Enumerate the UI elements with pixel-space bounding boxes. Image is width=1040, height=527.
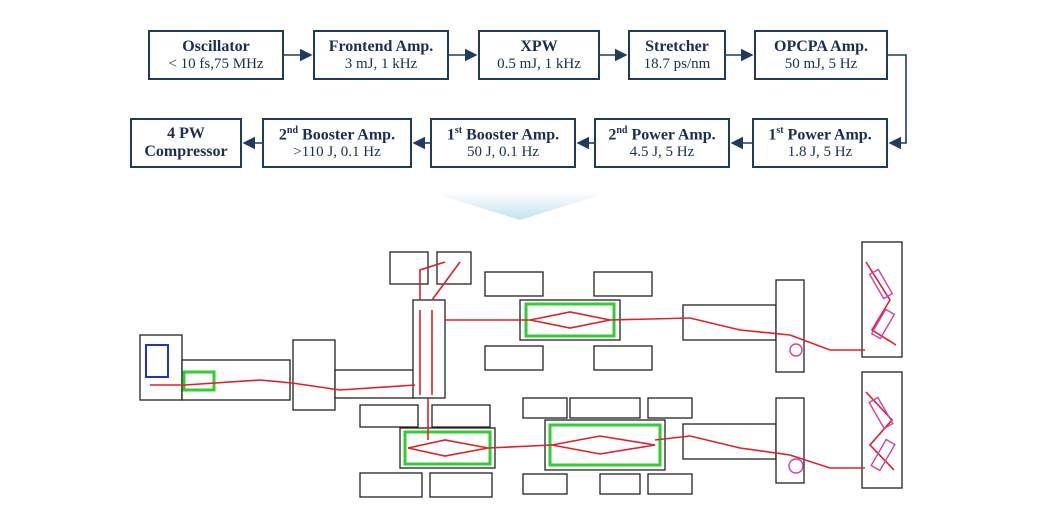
right-stack-bottom: [861, 371, 903, 489]
opcpa-amp-box: OPCPA Amp. 50 mJ, 5 Hz: [754, 30, 888, 80]
booster1-chamber: [399, 427, 496, 469]
vertical-column: [412, 299, 446, 399]
first-booster-amp-box: 1st Booster Amp. 50 J, 0.1 Hz: [430, 118, 576, 168]
lower-amp-chamber: [544, 419, 666, 471]
booster2-block: [292, 339, 336, 411]
transport-line: [181, 359, 291, 401]
second-booster-amp-box: 2nd Booster Amp. >110 J, 0.1 Hz: [262, 118, 412, 168]
arrow-opcpa-power1: [888, 54, 907, 150]
xpw-box: XPW 0.5 mJ, 1 kHz: [478, 30, 600, 80]
small-box-right: [436, 251, 472, 285]
right-stack-top: [861, 241, 903, 358]
oscillator-box: Oscillator < 10 fs,75 MHz: [148, 30, 284, 80]
down-chevron: [430, 192, 610, 220]
frontend-amp-box: Frontend Amp. 3 mJ, 1 kHz: [313, 30, 449, 80]
compressor-box: 4 PW Compressor: [130, 118, 242, 168]
upper-amp-chamber: [519, 299, 621, 341]
second-power-amp-box: 2nd Power Amp. 4.5 J, 5 Hz: [594, 118, 730, 168]
first-power-amp-box: 1st Power Amp. 1.8 J, 5 Hz: [752, 118, 888, 168]
central-hub: [334, 369, 416, 399]
small-box-left: [389, 251, 429, 285]
stretcher-box: Stretcher 18.7 ps/nm: [628, 30, 726, 80]
